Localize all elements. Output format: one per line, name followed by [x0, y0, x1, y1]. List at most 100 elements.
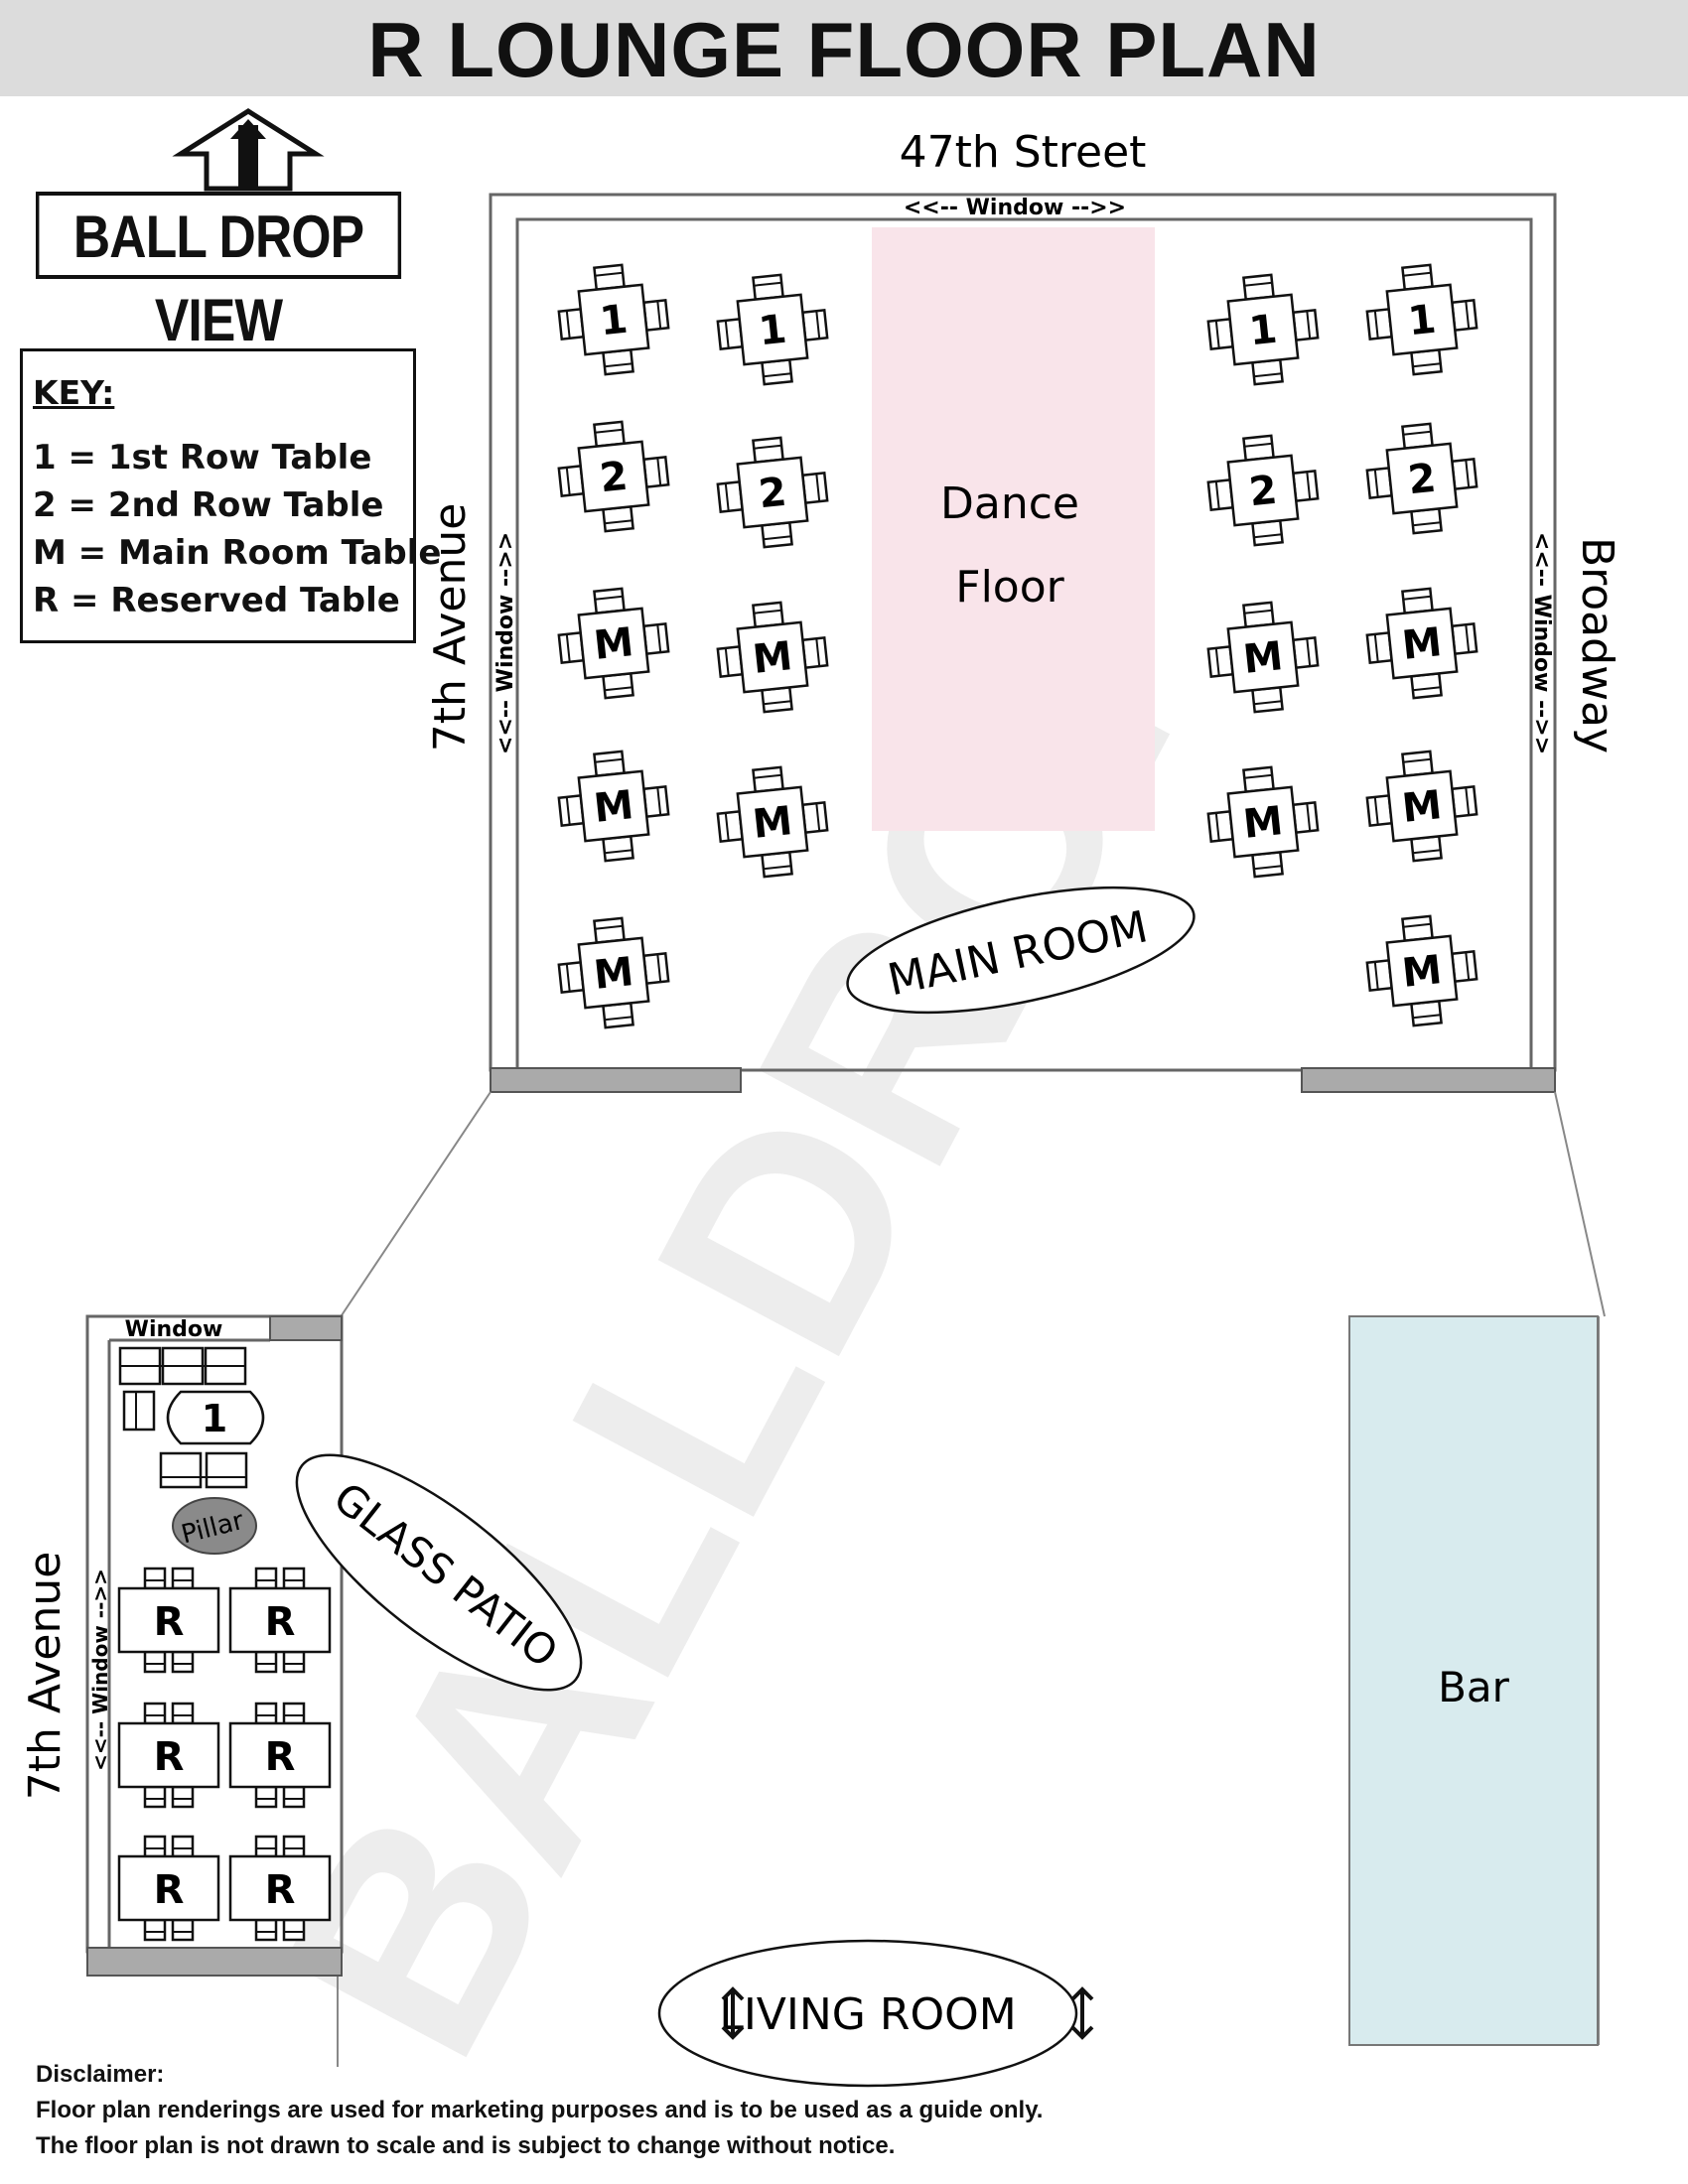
- window-label-top: <<-- Window -->>: [904, 196, 1126, 220]
- table-label: 1: [757, 307, 788, 355]
- key-title: KEY:: [33, 373, 115, 412]
- chair: [254, 1785, 278, 1809]
- chair: [716, 318, 745, 350]
- disclaimer: Disclaimer: Floor plan renderings are us…: [36, 2057, 1043, 2164]
- chair: [143, 1918, 167, 1942]
- patio-wall-stub-bottom: [86, 1947, 343, 1977]
- table-top: [1226, 620, 1300, 694]
- table-label: R: [265, 1867, 296, 1913]
- chair: [761, 685, 793, 714]
- chair: [800, 636, 829, 669]
- chair: [143, 1785, 167, 1809]
- chair: [602, 504, 634, 533]
- dance-floor: [872, 227, 1155, 831]
- table-label: 1: [598, 297, 630, 345]
- chair: [1410, 671, 1443, 700]
- chair: [1291, 801, 1320, 834]
- table-top: [228, 1854, 332, 1922]
- chair: [1365, 794, 1394, 827]
- table-four-top: M: [557, 587, 670, 700]
- chair: [143, 1650, 167, 1674]
- chair: [1401, 587, 1434, 615]
- street-broadway: Broadway: [1572, 537, 1622, 753]
- chair: [716, 645, 745, 678]
- reserved-table: R: [228, 1835, 332, 1942]
- chair: [1251, 357, 1284, 386]
- table-label: 1: [1247, 307, 1279, 355]
- chair: [593, 587, 626, 615]
- chair: [641, 622, 670, 655]
- table-four-top: 2: [1365, 422, 1478, 535]
- main-room-inner-wall: [515, 217, 1533, 1072]
- chair: [1206, 810, 1235, 843]
- chair: [143, 1567, 167, 1590]
- window-label-patio-top: Window: [125, 1317, 223, 1342]
- table-top: [736, 785, 809, 859]
- chair: [171, 1567, 195, 1590]
- chair: [1450, 458, 1478, 490]
- chair: [641, 952, 670, 985]
- chair: [1291, 470, 1320, 502]
- chair: [1365, 631, 1394, 664]
- chair: [800, 801, 829, 834]
- chair: [282, 1835, 306, 1858]
- chair: [641, 785, 670, 818]
- table-four-top: M: [716, 765, 829, 879]
- table-top: [577, 283, 650, 356]
- chair: [800, 309, 829, 341]
- main-room-wall-stub-left: [490, 1067, 742, 1093]
- key-item: 2 = 2nd Row Table: [33, 485, 384, 525]
- chair: [1251, 518, 1284, 547]
- chair: [1365, 959, 1394, 992]
- chair: [593, 750, 626, 778]
- chair: [593, 916, 626, 945]
- table-label: M: [592, 782, 635, 832]
- chair: [254, 1650, 278, 1674]
- table-label: R: [154, 1599, 185, 1645]
- pillar: [172, 1497, 257, 1555]
- table-label: M: [1241, 633, 1285, 683]
- chair: [171, 1785, 195, 1809]
- table-label: R: [154, 1734, 185, 1780]
- street-7th-avenue-patio: 7th Avenue: [20, 1552, 70, 1801]
- living-room-label: LIVING ROOM: [719, 1989, 1016, 2040]
- table-label: M: [592, 619, 635, 669]
- table-label: M: [1400, 619, 1444, 669]
- reserved-table: R: [117, 1567, 220, 1674]
- key-item: M = Main Room Table: [33, 533, 442, 573]
- chair: [1410, 834, 1443, 863]
- chair: [143, 1702, 167, 1725]
- chair: [1401, 422, 1434, 451]
- chair: [143, 1835, 167, 1858]
- chair: [1401, 914, 1434, 943]
- disclaimer-title: Disclaimer:: [36, 2061, 165, 2088]
- chair: [282, 1567, 306, 1590]
- table-label: R: [154, 1867, 185, 1913]
- table-top: [1226, 454, 1300, 527]
- chair: [171, 1650, 195, 1674]
- table-top: [228, 1721, 332, 1789]
- table-four-top: 1: [1206, 273, 1320, 386]
- table-four-top: 2: [716, 436, 829, 549]
- chair: [602, 834, 634, 863]
- chair: [254, 1835, 278, 1858]
- table-top: [1226, 293, 1300, 366]
- chair: [1450, 299, 1478, 332]
- dance-floor-label: Floor: [955, 562, 1064, 613]
- chair: [1450, 622, 1478, 655]
- chair: [1450, 785, 1478, 818]
- chair: [1401, 750, 1434, 778]
- chair: [1410, 506, 1443, 535]
- bar-counter: [1348, 1315, 1599, 2046]
- chair: [1242, 434, 1275, 463]
- glass-patio-oval: [295, 1453, 583, 1692]
- chair: [1206, 318, 1235, 350]
- chair: [1450, 950, 1478, 983]
- table-top: [736, 293, 809, 366]
- chair: [282, 1650, 306, 1674]
- table-four-top: M: [1365, 914, 1478, 1027]
- reserved-table: R: [117, 1835, 220, 1942]
- chair: [171, 1835, 195, 1858]
- living-room-oval: [657, 1939, 1078, 2088]
- chair: [282, 1918, 306, 1942]
